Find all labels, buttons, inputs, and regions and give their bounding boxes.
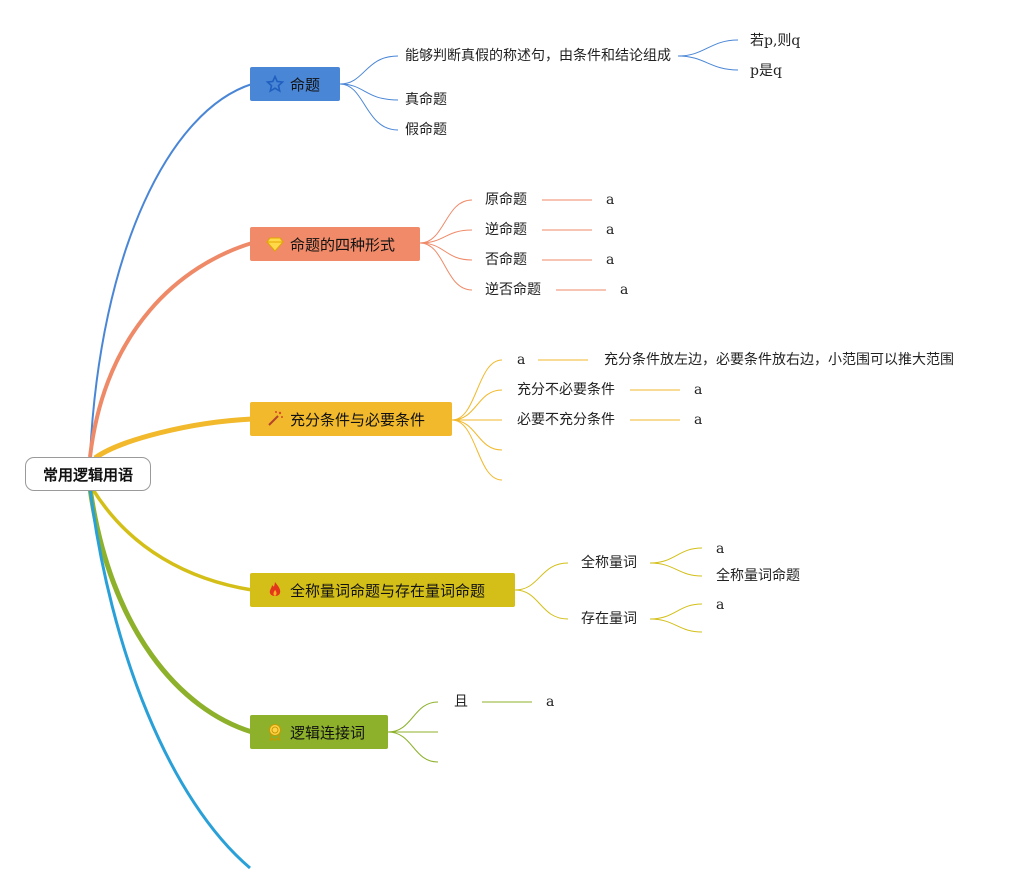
- topic-proposition[interactable]: 命题: [250, 67, 340, 101]
- subtopic-if-p-then-q[interactable]: 若p,则q: [750, 33, 801, 49]
- topic-label: 命题: [290, 75, 321, 94]
- topic-label: 全称量词命题与存在量词命题: [290, 581, 486, 600]
- connector-root-branch-6: [88, 487, 251, 870]
- subtopic-definition[interactable]: 能够判断真假的称述句，由条件和结论组成: [405, 48, 671, 64]
- root-topic[interactable]: 常用逻辑用语: [25, 457, 151, 491]
- subtopic-converse-value[interactable]: a: [606, 222, 615, 238]
- subtopic-existential-quantifier[interactable]: 存在量词: [581, 611, 637, 627]
- topic-connectives[interactable]: 逻辑连接词: [250, 715, 388, 749]
- subtopic-inverse[interactable]: 否命题: [485, 252, 527, 268]
- subtopic-universal-a[interactable]: a: [716, 541, 725, 557]
- subtopic-sufficient-not-necessary[interactable]: 充分不必要条件: [517, 382, 615, 398]
- star-icon: [266, 75, 284, 93]
- topic-label: 充分条件与必要条件: [290, 410, 426, 429]
- subtopic-and-value[interactable]: a: [546, 694, 555, 710]
- connector-root-branch-1: [89, 83, 253, 458]
- topic-label: 逻辑连接词: [290, 723, 366, 742]
- subtopic-necessary-value[interactable]: a: [694, 412, 703, 428]
- subtopic-universal-quantifier[interactable]: 全称量词: [581, 555, 637, 571]
- topic-four-forms[interactable]: 命题的四种形式: [250, 227, 420, 261]
- topic-quantifiers[interactable]: 全称量词命题与存在量词命题: [250, 573, 515, 607]
- subtopic-necessary-not-sufficient[interactable]: 必要不充分条件: [517, 412, 615, 428]
- subtopic-original-value[interactable]: a: [606, 192, 615, 208]
- subtopic-contrapositive-value[interactable]: a: [620, 282, 629, 298]
- magic-wand-icon: [266, 410, 284, 428]
- diamond-icon: [266, 235, 284, 253]
- subtopic-true-proposition[interactable]: 真命题: [405, 92, 447, 108]
- subtopic-rule[interactable]: 充分条件放左边，必要条件放右边，小范围可以推大范围: [604, 352, 954, 368]
- subtopic-inverse-value[interactable]: a: [606, 252, 615, 268]
- subtopic-universal-proposition[interactable]: 全称量词命题: [716, 568, 800, 584]
- connector-root-branch-5: [87, 487, 253, 735]
- subtopic-and[interactable]: 且: [454, 694, 468, 710]
- subtopic-p-is-q[interactable]: p是q: [750, 63, 782, 79]
- topic-conditions[interactable]: 充分条件与必要条件: [250, 402, 452, 436]
- topic-label: 命题的四种形式: [290, 235, 396, 254]
- subtopic-original[interactable]: 原命题: [485, 192, 527, 208]
- subtopic-sufficient-value[interactable]: a: [694, 382, 703, 398]
- connector-root-branch-4: [90, 487, 253, 592]
- fire-icon: [266, 581, 284, 599]
- subtopic-false-proposition[interactable]: 假命题: [405, 122, 447, 138]
- subtopic-converse[interactable]: 逆命题: [485, 222, 527, 238]
- award-icon: [266, 723, 284, 741]
- connector-root-branch-3: [93, 416, 253, 461]
- connector-root-branch-2: [88, 241, 253, 458]
- subtopic-contrapositive[interactable]: 逆否命题: [485, 282, 541, 298]
- subtopic-existential-a[interactable]: a: [716, 597, 725, 613]
- subtopic-a[interactable]: a: [517, 352, 526, 368]
